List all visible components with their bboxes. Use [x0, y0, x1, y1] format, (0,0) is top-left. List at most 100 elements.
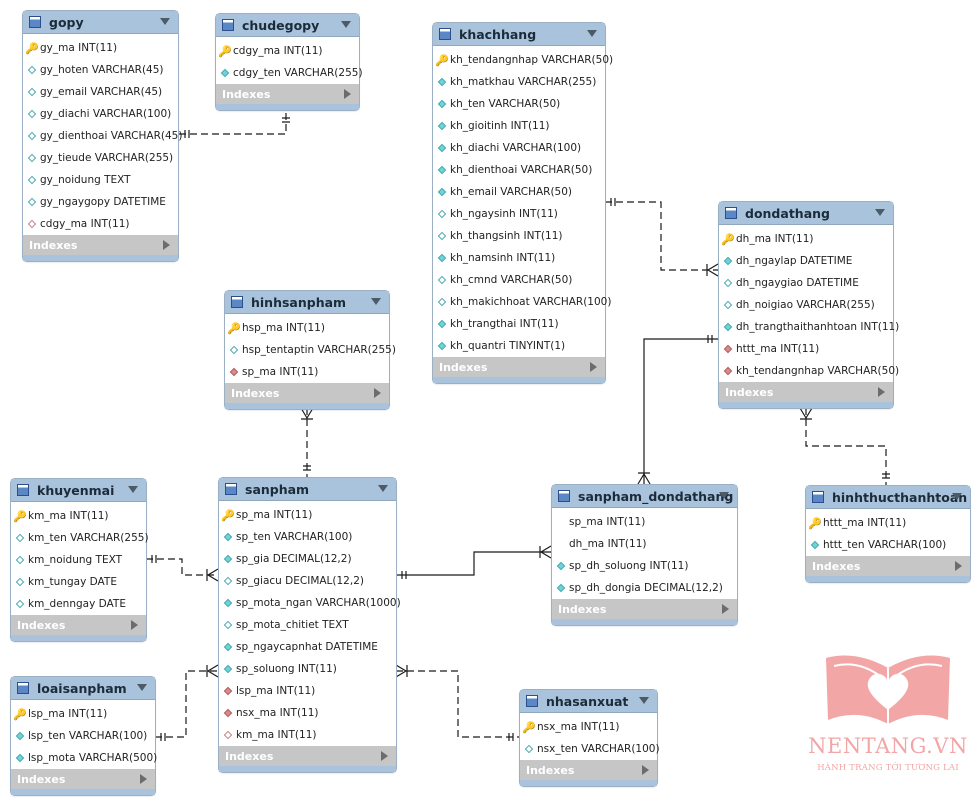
- column-row[interactable]: kh_namsinh INT(11): [433, 247, 605, 269]
- column-row[interactable]: cdgy_ma INT(11): [23, 213, 178, 235]
- table-header[interactable]: khachhang: [433, 23, 605, 46]
- column-row[interactable]: 🔑cdgy_ma INT(11): [216, 40, 359, 62]
- table-dondathang[interactable]: dondathang 🔑dh_ma INT(11)dh_ngaylap DATET…: [718, 201, 899, 409]
- column-row[interactable]: sp_gia DECIMAL(12,2): [219, 548, 396, 570]
- expand-arrow-icon[interactable]: [344, 89, 351, 99]
- column-row[interactable]: httt_ma INT(11): [719, 338, 893, 360]
- collapse-arrow-icon[interactable]: [341, 21, 351, 28]
- column-row[interactable]: sp_dh_dongia DECIMAL(12,2): [552, 577, 737, 599]
- table-header[interactable]: hinhthucthanhtoan: [806, 486, 970, 509]
- column-row[interactable]: sp_ten VARCHAR(100): [219, 526, 396, 548]
- column-row[interactable]: sp_mota_ngan VARCHAR(1000): [219, 592, 401, 614]
- column-row[interactable]: sp_soluong INT(11): [219, 658, 396, 680]
- column-row[interactable]: dh_noigiao VARCHAR(255): [719, 294, 893, 316]
- table-header[interactable]: nhasanxuat: [520, 690, 657, 713]
- column-row[interactable]: 🔑km_ma INT(11): [11, 505, 146, 527]
- indexes-section[interactable]: Indexes: [11, 769, 155, 789]
- column-row[interactable]: cdgy_ten VARCHAR(255): [216, 62, 363, 84]
- column-row[interactable]: 🔑httt_ma INT(11): [806, 512, 970, 534]
- table-khuyenmai[interactable]: khuyenmai 🔑km_ma INT(11)km_ten VARCHAR(25…: [10, 478, 149, 642]
- expand-arrow-icon[interactable]: [140, 774, 147, 784]
- column-row[interactable]: nsx_ma INT(11): [219, 702, 396, 724]
- column-row[interactable]: km_ma INT(11): [219, 724, 396, 746]
- column-row[interactable]: dh_ngaylap DATETIME: [719, 250, 893, 272]
- column-row[interactable]: kh_dienthoai VARCHAR(50): [433, 159, 605, 181]
- collapse-arrow-icon[interactable]: [952, 493, 962, 500]
- column-row[interactable]: gy_tieude VARCHAR(255): [23, 147, 178, 169]
- table-header[interactable]: sanpham: [219, 478, 396, 501]
- column-row[interactable]: km_tungay DATE: [11, 571, 146, 593]
- table-sanpham[interactable]: sanpham 🔑sp_ma INT(11)sp_ten VARCHAR(100)…: [218, 477, 401, 773]
- column-row[interactable]: gy_dienthoai VARCHAR(45): [23, 125, 182, 147]
- column-row[interactable]: km_denngay DATE: [11, 593, 146, 615]
- column-row[interactable]: sp_giacu DECIMAL(12,2): [219, 570, 396, 592]
- table-chudegopy[interactable]: chudegopy 🔑cdgy_ma INT(11)cdgy_ten VARCHA…: [215, 13, 363, 111]
- column-row[interactable]: gy_noidung TEXT: [23, 169, 178, 191]
- expand-arrow-icon[interactable]: [374, 388, 381, 398]
- indexes-section[interactable]: Indexes: [219, 746, 396, 766]
- table-header[interactable]: sanpham_dondathang: [552, 485, 737, 508]
- column-row[interactable]: lsp_ten VARCHAR(100): [11, 725, 155, 747]
- expand-arrow-icon[interactable]: [163, 240, 170, 250]
- indexes-section[interactable]: Indexes: [433, 357, 605, 377]
- indexes-section[interactable]: Indexes: [225, 383, 389, 403]
- column-row[interactable]: lsp_mota VARCHAR(500): [11, 747, 157, 769]
- table-gopy[interactable]: gopy🔑gy_ma INT(11)gy_hoten VARCHAR(45)gy…: [22, 10, 182, 262]
- column-row[interactable]: dh_ma INT(11): [552, 533, 737, 555]
- column-row[interactable]: 🔑kh_tendangnhap VARCHAR(50): [433, 49, 613, 71]
- column-row[interactable]: sp_dh_soluong INT(11): [552, 555, 737, 577]
- column-row[interactable]: kh_matkhau VARCHAR(255): [433, 71, 605, 93]
- table-nhasanxuat[interactable]: nhasanxuat 🔑nsx_ma INT(11)nsx_ten VARCHAR…: [519, 689, 660, 787]
- collapse-arrow-icon[interactable]: [875, 209, 885, 216]
- expand-arrow-icon[interactable]: [642, 765, 649, 775]
- column-row[interactable]: 🔑lsp_ma INT(11): [11, 703, 155, 725]
- column-row[interactable]: kh_ten VARCHAR(50): [433, 93, 605, 115]
- column-row[interactable]: gy_diachi VARCHAR(100): [23, 103, 178, 125]
- table-header[interactable]: khuyenmai: [11, 479, 146, 502]
- indexes-section[interactable]: Indexes: [23, 235, 178, 255]
- table-hinhthucthanhtoan[interactable]: hinhthucthanhtoan🔑httt_ma INT(11)httt_te…: [805, 485, 971, 583]
- column-row[interactable]: sp_ma INT(11): [225, 361, 389, 383]
- column-row[interactable]: gy_email VARCHAR(45): [23, 81, 178, 103]
- collapse-arrow-icon[interactable]: [719, 492, 729, 499]
- expand-arrow-icon[interactable]: [878, 387, 885, 397]
- collapse-arrow-icon[interactable]: [137, 684, 147, 691]
- table-header[interactable]: loaisanpham: [11, 677, 155, 700]
- expand-arrow-icon[interactable]: [381, 751, 388, 761]
- collapse-arrow-icon[interactable]: [587, 30, 597, 37]
- indexes-section[interactable]: Indexes: [11, 615, 146, 635]
- table-header[interactable]: gopy: [23, 11, 178, 34]
- column-row[interactable]: 🔑hsp_ma INT(11): [225, 317, 389, 339]
- column-row[interactable]: 🔑nsx_ma INT(11): [520, 716, 657, 738]
- collapse-arrow-icon[interactable]: [639, 697, 649, 704]
- column-row[interactable]: lsp_ma INT(11): [219, 680, 396, 702]
- column-row[interactable]: dh_ngaygiao DATETIME: [719, 272, 893, 294]
- column-row[interactable]: kh_gioitinh INT(11): [433, 115, 605, 137]
- column-row[interactable]: kh_email VARCHAR(50): [433, 181, 605, 203]
- indexes-section[interactable]: Indexes: [806, 556, 970, 576]
- column-row[interactable]: kh_cmnd VARCHAR(50): [433, 269, 605, 291]
- column-row[interactable]: kh_thangsinh INT(11): [433, 225, 605, 247]
- column-row[interactable]: kh_diachi VARCHAR(100): [433, 137, 605, 159]
- collapse-arrow-icon[interactable]: [128, 486, 138, 493]
- table-sanpham_dondathang[interactable]: sanpham_dondathang sp_ma INT(11)dh_ma INT…: [551, 484, 738, 626]
- table-loaisanpham[interactable]: loaisanpham 🔑lsp_ma INT(11)lsp_ten VARCHA…: [10, 676, 157, 796]
- column-row[interactable]: kh_makichhoat VARCHAR(100): [433, 291, 611, 313]
- expand-arrow-icon[interactable]: [590, 362, 597, 372]
- column-row[interactable]: 🔑gy_ma INT(11): [23, 37, 178, 59]
- column-row[interactable]: nsx_ten VARCHAR(100): [520, 738, 660, 760]
- table-header[interactable]: chudegopy: [216, 14, 359, 37]
- column-row[interactable]: km_ten VARCHAR(255): [11, 527, 149, 549]
- column-row[interactable]: sp_ma INT(11): [552, 511, 737, 533]
- column-row[interactable]: gy_hoten VARCHAR(45): [23, 59, 178, 81]
- table-header[interactable]: dondathang: [719, 202, 893, 225]
- indexes-section[interactable]: Indexes: [719, 382, 893, 402]
- column-row[interactable]: 🔑sp_ma INT(11): [219, 504, 396, 526]
- expand-arrow-icon[interactable]: [131, 620, 138, 630]
- column-row[interactable]: km_noidung TEXT: [11, 549, 146, 571]
- column-row[interactable]: kh_tendangnhap VARCHAR(50): [719, 360, 899, 382]
- expand-arrow-icon[interactable]: [955, 561, 962, 571]
- indexes-section[interactable]: Indexes: [520, 760, 657, 780]
- column-row[interactable]: 🔑dh_ma INT(11): [719, 228, 893, 250]
- column-row[interactable]: kh_trangthai INT(11): [433, 313, 605, 335]
